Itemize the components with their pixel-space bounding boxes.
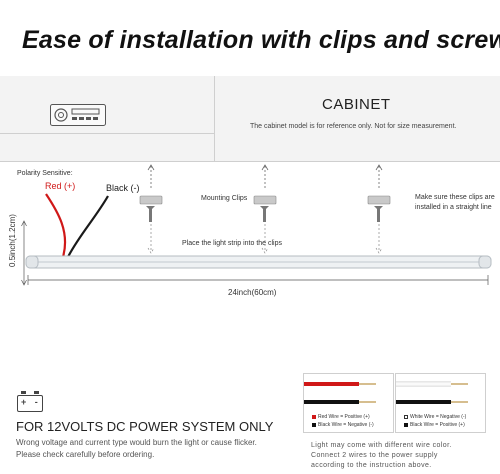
- place-strip-label: Place the light strip into the clips: [182, 240, 282, 247]
- cabinet-divider: [214, 76, 215, 162]
- power-warning-line1: Wrong voltage and current type would bur…: [16, 438, 257, 447]
- straight-line-note: Make sure these clips are installed in a…: [415, 194, 495, 211]
- installation-diagram: Polarity Sensitive: Red (+) Black (-) Mo…: [0, 162, 500, 312]
- car-radio-icon: [50, 104, 106, 126]
- mounting-clips: [139, 195, 391, 205]
- width-label: 0.5inch(1.2cm): [7, 214, 17, 267]
- wire-legend-black: Black Wire = Negative (-): [312, 422, 374, 428]
- black-wire-label: Black (-): [106, 183, 140, 193]
- width-dimension: [21, 220, 27, 286]
- power-title: FOR 12VOLTS DC POWER SYSTEM ONLY: [16, 419, 274, 434]
- wire-option-red-black: Red Wire = Positive (+) Black Wire = Neg…: [303, 373, 394, 433]
- polarity-label: Polarity Sensitive:: [17, 170, 73, 177]
- length-label: 24inch(60cm): [228, 288, 277, 297]
- wire-legend-black-2: Black Wire = Positive (+): [404, 422, 465, 428]
- screw-arrows: [147, 164, 383, 190]
- black-wire: [67, 195, 109, 258]
- battery-symbol: + -: [21, 397, 41, 407]
- mounting-clips-label: Mounting Clips: [201, 195, 248, 202]
- power-warning-line2: Please check carefully before ordering.: [16, 450, 155, 459]
- strip-end-cap-left: [25, 255, 39, 269]
- wire-note-line3: according to the instruction above.: [311, 462, 432, 469]
- title-bar: Ease of installation with clips and scre…: [0, 0, 500, 74]
- wire-color-note: Light may come with different wire color…: [311, 441, 496, 471]
- cabinet-shelf-line: [0, 133, 214, 134]
- wire-note-line1: Light may come with different wire color…: [311, 442, 452, 449]
- cabinet-note: The cabinet model is for reference only.…: [250, 123, 457, 130]
- power-section: + - FOR 12VOLTS DC POWER SYSTEM ONLY Wro…: [0, 360, 500, 474]
- cabinet-title: CABINET: [322, 96, 391, 113]
- strip-end-cap-right: [478, 255, 492, 269]
- clip-guides: [147, 224, 383, 254]
- wire-option-white-black: White Wire = Negative (-) Black Wire = P…: [395, 373, 486, 433]
- wire-legend-red: Red Wire = Positive (+): [312, 414, 370, 420]
- red-wire: [45, 193, 67, 258]
- wire-note-line2: Connect 2 wires to the power supply: [311, 452, 438, 459]
- screws: [146, 206, 383, 222]
- battery-icon: + -: [17, 391, 43, 412]
- white-black-wires-icon: [396, 381, 468, 404]
- length-dimension: [27, 275, 489, 285]
- page-title: Ease of installation with clips and scre…: [22, 26, 500, 54]
- diagram-graphics: [21, 164, 492, 286]
- red-wire-label: Red (+): [45, 181, 76, 191]
- cabinet-panel: CABINET The cabinet model is for referen…: [0, 76, 500, 162]
- wire-legend-white: White Wire = Negative (-): [404, 414, 466, 420]
- red-black-wires-icon: [304, 382, 376, 404]
